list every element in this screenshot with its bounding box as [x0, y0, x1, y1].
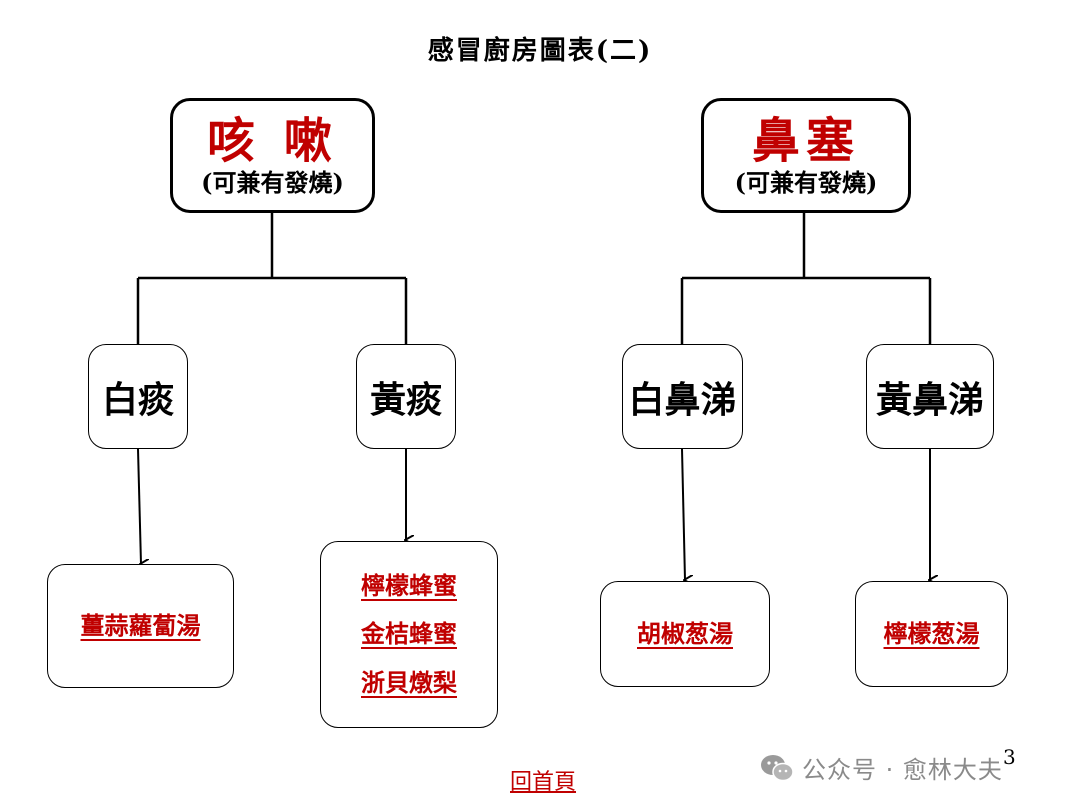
wechat-icon	[761, 754, 794, 781]
cough-connector	[136, 213, 408, 344]
white-snot-label: 白鼻涕	[628, 378, 737, 421]
remedy-link-ginger-garlic-radish-soup[interactable]: 薑蒜蘿蔔湯	[80, 610, 201, 640]
nose-title: 鼻塞	[751, 112, 860, 169]
page-number: 3	[1003, 745, 1016, 769]
remedy-link-lemon-scallion-soup[interactable]: 檸檬葱湯	[883, 618, 980, 648]
remedy-box-white-phlegm: 薑蒜蘿蔔湯	[47, 564, 234, 688]
yellow-phlegm-box: 黃痰	[356, 344, 456, 449]
yellow-snot-box: 黃鼻涕	[866, 344, 994, 449]
white-phlegm-box: 白痰	[88, 344, 188, 449]
nose-connector	[680, 213, 932, 344]
nose-note: (可兼有發燒)	[734, 167, 878, 197]
cough-title: 咳 嗽	[207, 112, 338, 169]
remedy-box-yellow-phlegm: 檸檬蜂蜜 金桔蜂蜜 浙貝燉梨	[320, 541, 498, 728]
cough-box: 咳 嗽 (可兼有發燒)	[170, 98, 375, 213]
arrow-white-phlegm	[137, 448, 141, 564]
yellow-snot-label: 黃鼻涕	[875, 378, 984, 421]
arrow-white-snot	[681, 448, 685, 580]
watermark-text: 公众号 · 愈林大夫	[802, 756, 1003, 784]
remedy-link-pepper-scallion-soup[interactable]: 胡椒葱湯	[637, 618, 733, 648]
cough-note: (可兼有發燒)	[201, 167, 344, 197]
page-title: 感冒廚房圖表(二)	[427, 36, 653, 66]
yellow-phlegm-label: 黃痰	[369, 378, 442, 421]
white-phlegm-label: 白痰	[101, 378, 174, 421]
remedy-link-lemon-honey[interactable]: 檸檬蜂蜜	[361, 570, 457, 600]
home-link[interactable]: 回首頁	[510, 770, 577, 795]
remedy-link-fritillaria-pear[interactable]: 浙貝燉梨	[361, 667, 457, 697]
remedy-box-yellow-snot: 檸檬葱湯	[855, 581, 1008, 687]
watermark: 公众号 · 愈林大夫	[760, 750, 1003, 785]
white-snot-box: 白鼻涕	[622, 344, 743, 449]
remedy-box-white-snot: 胡椒葱湯	[600, 581, 770, 687]
remedy-link-kumquat-honey[interactable]: 金桔蜂蜜	[361, 619, 457, 649]
nose-box: 鼻塞 (可兼有發燒)	[701, 98, 911, 213]
